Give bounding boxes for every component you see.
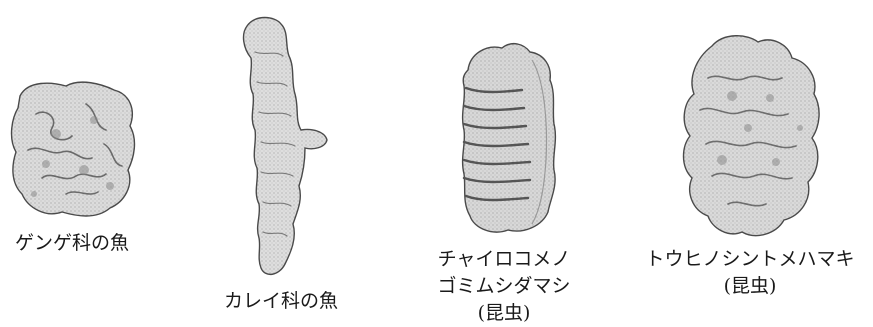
caption-line: (昆虫) xyxy=(723,275,777,297)
caption-line: ゴミムシダマシ xyxy=(437,275,571,297)
caption-line: (昆虫) xyxy=(477,302,531,324)
caption-line: カレイ科の魚 xyxy=(223,290,338,312)
panel-4-caption: トウヒノシントメハマキ (昆虫) xyxy=(640,246,860,300)
caption-line: ゲンゲ科の魚 xyxy=(14,232,129,254)
protein-structure-3 xyxy=(461,42,557,233)
panel-1-caption: ゲンゲ科の魚 xyxy=(2,230,142,257)
caption-line: チャイロコメノ xyxy=(437,248,571,270)
protein-structure-1 xyxy=(10,81,136,217)
protein-structure-2 xyxy=(242,16,328,275)
protein-structure-4 xyxy=(682,35,820,237)
panel-3-caption: チャイロコメノ ゴミムシダマシ (昆虫) xyxy=(424,246,584,327)
caption-line: トウヒノシントメハマキ xyxy=(645,248,855,270)
panel-2-caption: カレイ科の魚 xyxy=(216,288,346,315)
